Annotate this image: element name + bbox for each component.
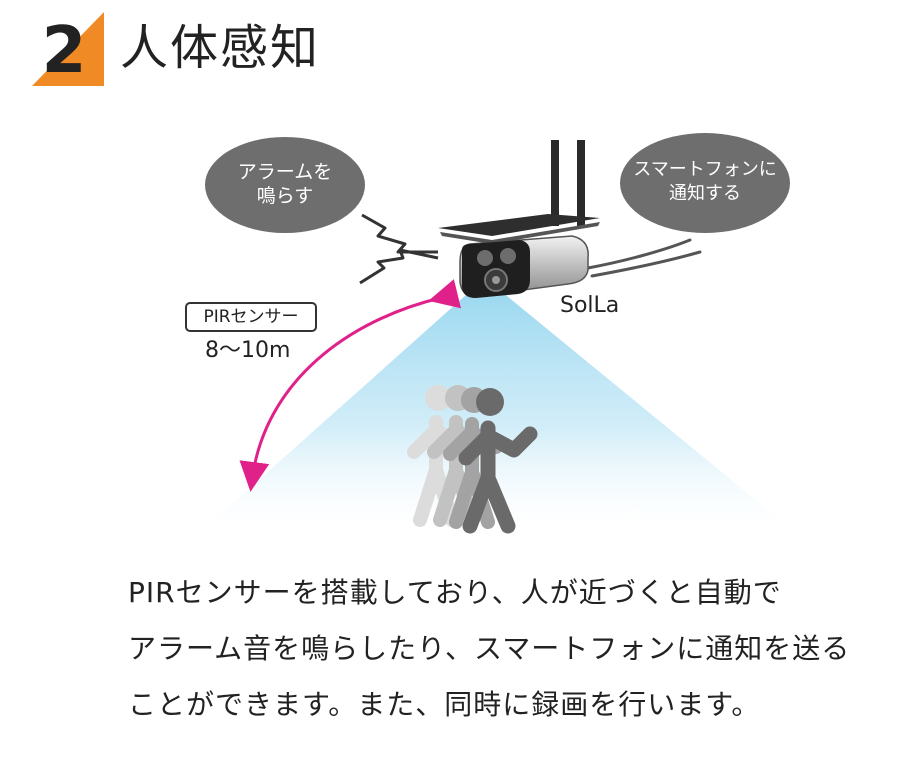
range-arrow [239,279,462,492]
description: PIRセンサーを搭載しており、人が近づくと自動で アラーム音を鳴らしたり、スマー… [128,565,898,733]
notification-wave-icon [586,238,702,278]
antenna-right [577,140,585,226]
security-camera-icon [438,140,600,298]
walking-person-icon [407,385,538,534]
alarm-sound-icon [359,213,439,285]
pir-diagram [205,133,790,534]
bubble-right-line1: スマートフォンに [633,159,777,180]
bubble-left [205,137,365,233]
antenna-left [551,140,559,226]
solar-panel [438,214,600,236]
sensor-range: 8〜10m [205,338,291,363]
bubble-left-line1: アラームを [237,161,333,183]
section-number-badge: 2 [32,12,104,88]
section-title: 人体感知 [120,20,321,76]
section-number: 2 [42,14,87,88]
badge-orange-triangle [32,12,104,86]
bubble-right [620,133,790,233]
bubble-left-text: アラームを 鳴らす [205,160,365,208]
bubble-left-line2: 鳴らす [256,185,314,207]
pir-sensor-label: PIRセンサー [185,302,317,332]
camera-brand: SolLa [560,293,620,318]
section-header: 2 人体感知 [28,10,528,90]
description-line-1: PIRセンサーを搭載しており、人が近づくと自動で [128,576,782,609]
bubble-right-line2: 通知する [669,183,741,204]
description-line-3: ことができます。また、同時に録画を行います。 [128,688,761,721]
bubble-right-text: スマートフォンに 通知する [620,158,790,206]
description-line-2: アラーム音を鳴らしたり、スマートフォンに通知を送る [128,632,851,665]
